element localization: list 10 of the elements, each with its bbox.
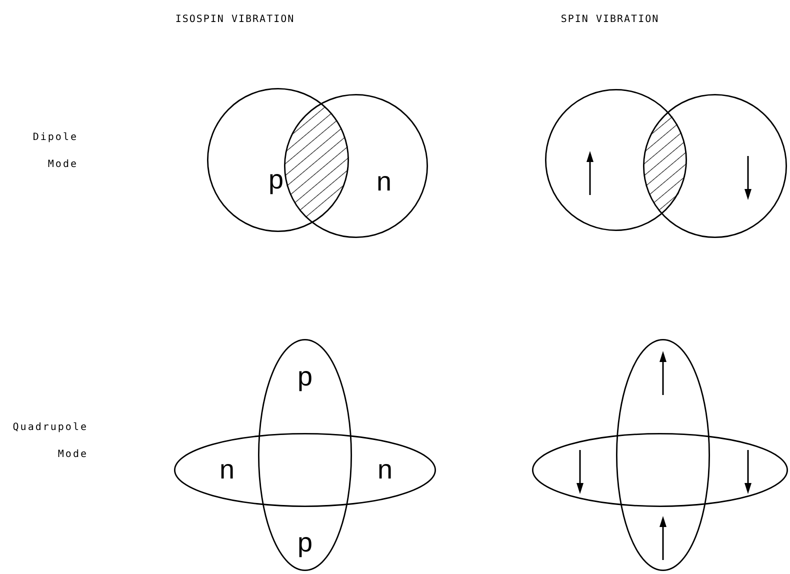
particle-label: n bbox=[377, 456, 393, 484]
particle-label: p bbox=[268, 166, 284, 194]
row-heading: Quadrupole Mode bbox=[12, 421, 88, 462]
column-heading: SPIN VIBRATION bbox=[560, 13, 660, 27]
particle-label: p bbox=[297, 530, 313, 556]
particle-label: p bbox=[297, 364, 313, 390]
particle-label: n bbox=[376, 168, 392, 196]
particle-label: n bbox=[219, 456, 235, 484]
column-heading: ISOSPIN VIBRATION bbox=[174, 13, 296, 27]
row-heading: Dipole Mode bbox=[32, 131, 78, 172]
